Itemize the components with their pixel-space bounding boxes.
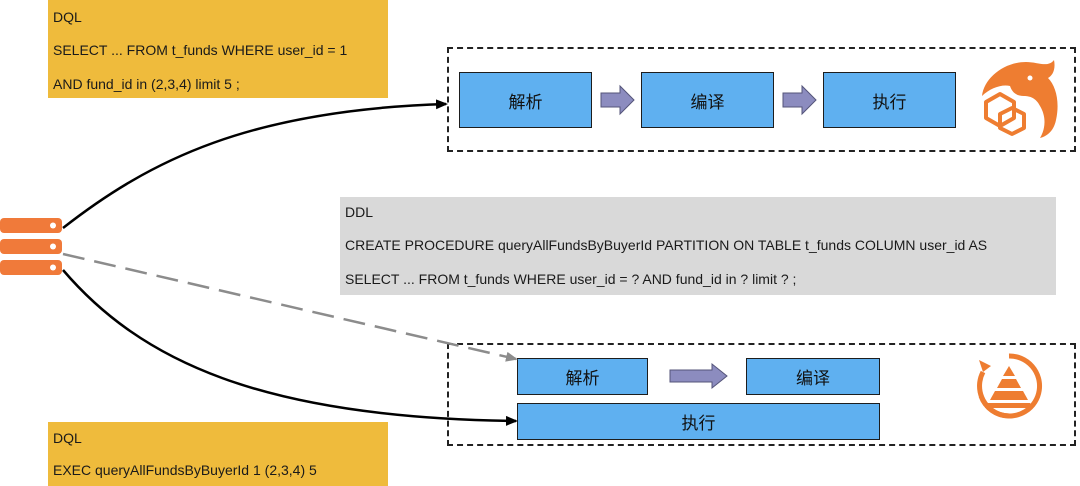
request-arrow-top: [62, 99, 448, 229]
stage-parse-top: 解析: [459, 72, 592, 128]
ddl-note: DDL CREATE PROCEDURE queryAllFundsByBuye…: [340, 197, 1056, 295]
mysql-dolphin-icon: [982, 60, 1058, 138]
server-icon: [0, 218, 62, 275]
ddl-arrow-dashed: [62, 252, 518, 362]
dql-note-bottom: DQL EXEC queryAllFundsByBuyerId 1 (2,3,4…: [48, 422, 388, 486]
stage-compile-top: 编译: [641, 72, 774, 128]
voltdb-pyramid-icon: [977, 353, 1042, 419]
stage-compile-bottom: 编译: [746, 358, 880, 395]
dql-top-title: DQL: [53, 9, 82, 25]
dql-bottom-title: DQL: [53, 430, 82, 446]
dql-bottom-line1: EXEC queryAllFundsByBuyerId 1 (2,3,4) 5: [53, 462, 317, 478]
dql-note-top: DQL SELECT ... FROM t_funds WHERE user_i…: [48, 0, 388, 98]
flow-arrow-parse-compile-bottom: [669, 362, 728, 390]
stage-parse-bottom: 解析: [517, 358, 648, 395]
voltdb-pipeline-box: [447, 343, 1076, 446]
flow-arrow-parse-compile-top: [600, 84, 635, 116]
dql-top-line2: AND fund_id in (2,3,4) limit 5 ;: [53, 76, 240, 92]
request-arrow-bottom: [62, 269, 518, 426]
dql-top-line1: SELECT ... FROM t_funds WHERE user_id = …: [53, 42, 348, 58]
ddl-title: DDL: [345, 204, 374, 220]
flow-arrow-compile-execute-top: [782, 84, 817, 116]
mysql-pipeline-box: [447, 47, 1076, 152]
stage-execute-top: 执行: [823, 72, 956, 128]
ddl-line2: SELECT ... FROM t_funds WHERE user_id = …: [345, 271, 797, 287]
stage-execute-bottom: 执行: [517, 403, 880, 440]
ddl-line1: CREATE PROCEDURE queryAllFundsByBuyerId …: [345, 237, 988, 253]
